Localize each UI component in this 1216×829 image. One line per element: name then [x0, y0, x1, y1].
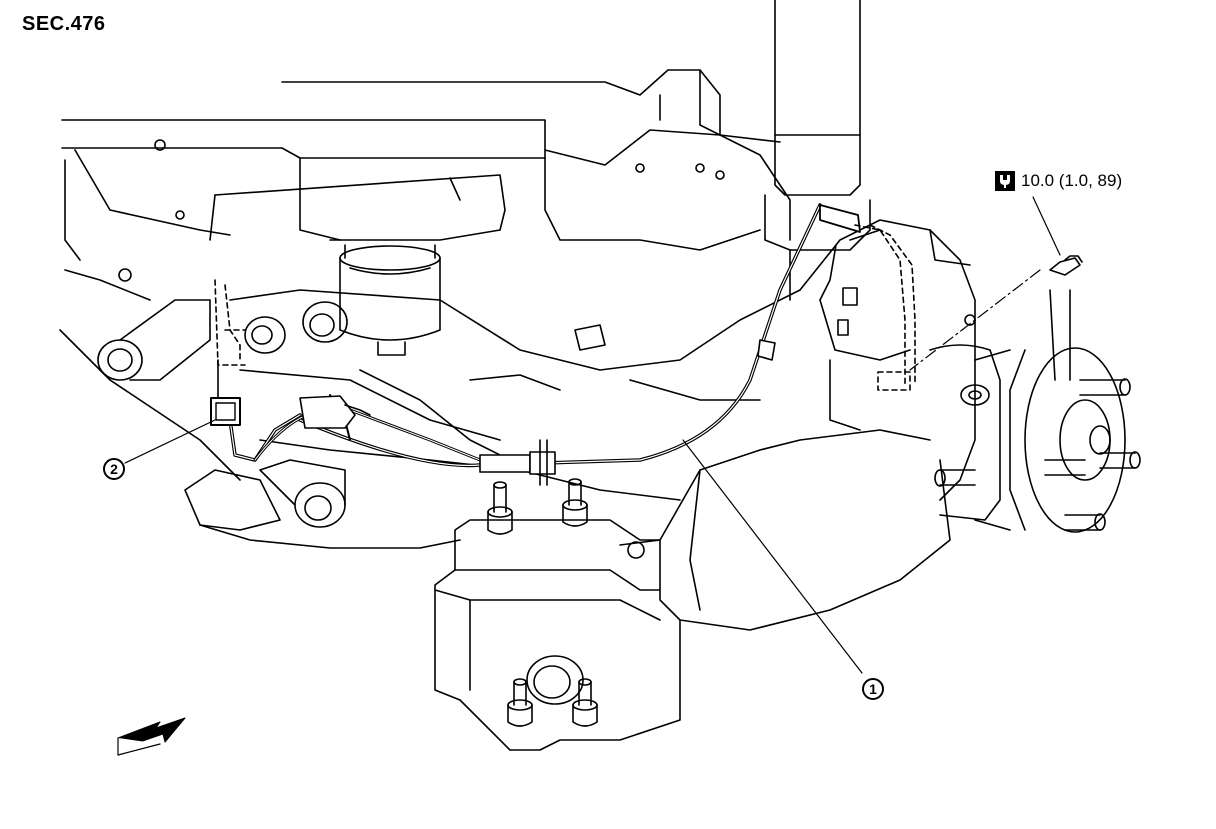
- torque-wrench-icon: [995, 171, 1015, 191]
- callout-2: 2: [103, 458, 125, 480]
- section-code: SEC.476: [22, 13, 106, 35]
- suspension-bushings: [245, 302, 347, 527]
- knuckle: [800, 220, 975, 500]
- mounting-bolt: [910, 256, 1082, 370]
- body-floor-panel: [62, 70, 790, 250]
- shock-absorber: [765, 0, 870, 300]
- torque-value: 10.0 (1.0, 89): [1021, 171, 1123, 190]
- hidden-sensor-path: [215, 225, 915, 390]
- connector-2: [211, 360, 240, 425]
- torque-spec: 10.0 (1.0, 89): [995, 170, 1122, 192]
- lower-arm-bushing: [60, 269, 240, 480]
- frame-rail: [65, 150, 505, 260]
- callout-1: 1: [862, 678, 884, 700]
- wheel-hub: [930, 290, 1140, 532]
- differential-mount: [340, 245, 440, 355]
- suspension-member: [185, 290, 800, 548]
- wheel-sensor-harness: [230, 205, 880, 485]
- front-direction-arrow: [118, 718, 185, 755]
- final-drive-housing: [435, 430, 950, 750]
- housing-studs: [488, 479, 597, 726]
- leader-lines: [125, 197, 1060, 673]
